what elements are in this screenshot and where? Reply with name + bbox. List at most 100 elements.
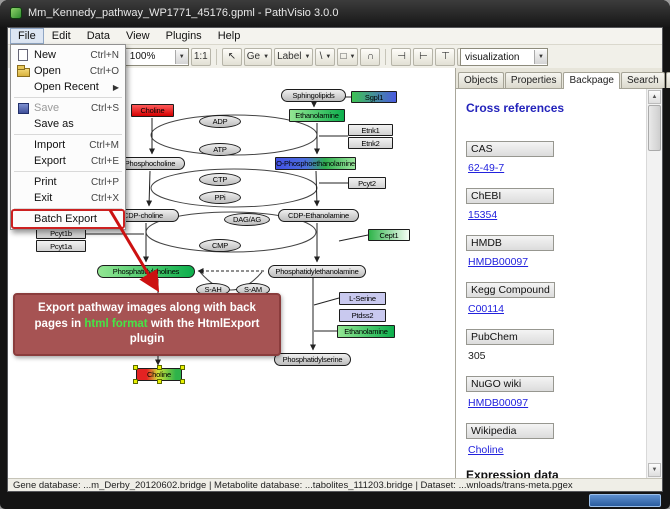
node-choline[interactable]: Choline bbox=[131, 104, 174, 117]
titlebar[interactable]: Mm_Kennedy_pathway_WP1771_45176.gpml - P… bbox=[0, 0, 670, 27]
side-panel: ObjectsPropertiesBackpageSearchLegend Cr… bbox=[456, 68, 670, 478]
file-menu-label: New bbox=[34, 49, 57, 61]
node-cdp-ethanolamine[interactable]: CDP-Ethanolamine bbox=[278, 209, 359, 222]
menu-edit[interactable]: Edit bbox=[51, 30, 71, 42]
menu-separator bbox=[14, 171, 122, 172]
xref-db-wikipedia[interactable]: Wikipedia bbox=[466, 423, 554, 439]
shape-tool-button[interactable]: □▼ bbox=[337, 47, 359, 66]
node-ppi[interactable]: PPi bbox=[199, 191, 241, 204]
xref-id-chebi[interactable]: 15354 bbox=[468, 209, 498, 221]
node-phosphatidylethanolamine[interactable]: Phosphatidylethanolamine bbox=[268, 265, 366, 278]
menu-plugins[interactable]: Plugins bbox=[165, 30, 202, 42]
node-ethanolamine[interactable]: Ethanolamine bbox=[337, 325, 395, 338]
tab-objects[interactable]: Objects bbox=[458, 72, 504, 88]
chevron-down-icon: ▼ bbox=[263, 53, 270, 60]
node-cept1[interactable]: Cept1 bbox=[368, 229, 410, 241]
file-menu-item-import[interactable]: Import Ctrl+M bbox=[11, 137, 125, 153]
selection-handle[interactable] bbox=[180, 365, 185, 370]
node-etnk1[interactable]: Etnk1 bbox=[348, 124, 393, 136]
node-etnk2[interactable]: Etnk2 bbox=[348, 137, 393, 149]
node-cmp[interactable]: CMP bbox=[199, 239, 241, 252]
node-phosphatidylcholines[interactable]: Phosphatidylcholines bbox=[97, 265, 195, 278]
align-left-button[interactable]: ⊣ bbox=[391, 47, 412, 66]
tab-backpage[interactable]: Backpage bbox=[563, 72, 620, 89]
file-menu-label: Import bbox=[34, 139, 66, 151]
selection-handle[interactable] bbox=[133, 379, 138, 384]
xref-id-cas[interactable]: 62-49-7 bbox=[468, 162, 505, 174]
menu-data[interactable]: Data bbox=[86, 30, 110, 42]
xref-id-wikipedia[interactable]: Choline bbox=[468, 444, 504, 456]
node-pcyt1a[interactable]: Pcyt1a bbox=[36, 240, 86, 252]
menu-help[interactable]: Help bbox=[217, 30, 241, 42]
tab-properties[interactable]: Properties bbox=[504, 72, 563, 88]
scroll-up-icon[interactable]: ▲ bbox=[648, 90, 661, 104]
datanode-tool-label: Ge bbox=[246, 51, 261, 62]
xref-db-hmdb[interactable]: HMDB bbox=[466, 235, 554, 251]
submenu-arrow-icon: ▶ bbox=[112, 82, 119, 92]
node-ptdss2[interactable]: Ptdss2 bbox=[339, 309, 386, 322]
file-menu-label: Open Recent bbox=[34, 81, 99, 93]
xref-id-nugo-wiki[interactable]: HMDB00097 bbox=[468, 397, 529, 409]
selection-handle[interactable] bbox=[157, 365, 162, 370]
node-l-serine[interactable]: L-Serine bbox=[339, 292, 386, 305]
menu-view[interactable]: View bbox=[125, 30, 150, 42]
node-ethanolamine[interactable]: Ethanolamine bbox=[289, 109, 345, 122]
xref-db-nugo-wiki[interactable]: NuGO wiki bbox=[466, 376, 554, 392]
arc-tool-button[interactable]: ∩ bbox=[360, 47, 381, 66]
file-menu-label: Export bbox=[34, 155, 66, 167]
tab-search[interactable]: Search bbox=[620, 72, 665, 88]
node-o-phosphoethanolamine[interactable]: O-Phosphoethanolamine bbox=[275, 157, 356, 170]
selection-handle[interactable] bbox=[133, 365, 138, 370]
xref-db-chebi[interactable]: ChEBI bbox=[466, 188, 554, 204]
line-tool-button[interactable]: \▼ bbox=[315, 47, 336, 66]
file-menu-label: Open bbox=[34, 65, 61, 77]
xref-db-pubchem[interactable]: PubChem bbox=[466, 329, 554, 345]
visualization-select[interactable]: visualization ▼ bbox=[460, 48, 548, 66]
pointer-tool-button[interactable]: ↖ bbox=[221, 47, 242, 66]
menu-file[interactable]: File bbox=[10, 28, 44, 44]
zoom-select[interactable]: 100% ▼ bbox=[124, 47, 189, 66]
align-right-button[interactable]: ⊢ bbox=[413, 47, 434, 66]
taskbar-button[interactable] bbox=[589, 494, 661, 507]
selection-handle[interactable] bbox=[180, 379, 185, 384]
node-sgpl1[interactable]: Sgpl1 bbox=[351, 91, 397, 103]
xref-id-kegg-compound[interactable]: C00114 bbox=[468, 303, 505, 315]
datanode-tool-button[interactable]: Ge▼ bbox=[243, 47, 273, 66]
fit-zoom-button[interactable]: 1:1 bbox=[190, 47, 211, 66]
node-pcyt2[interactable]: Pcyt2 bbox=[348, 177, 386, 189]
file-menu-item-open-recent[interactable]: Open Recent ▶ bbox=[11, 79, 125, 95]
xref-id-hmdb[interactable]: HMDB00097 bbox=[468, 256, 529, 268]
node-atp[interactable]: ATP bbox=[199, 143, 241, 156]
node-sphingolipids[interactable]: Sphingolipids bbox=[281, 89, 346, 102]
window-title: Mm_Kennedy_pathway_WP1771_45176.gpml - P… bbox=[28, 7, 339, 19]
scroll-down-icon[interactable]: ▼ bbox=[648, 463, 661, 477]
file-menu-item-batch-export[interactable]: Batch Export bbox=[11, 209, 125, 229]
chevron-down-icon[interactable]: ▼ bbox=[534, 50, 547, 64]
node-dag-ag[interactable]: DAG/AG bbox=[224, 213, 270, 226]
node-ctp[interactable]: CTP bbox=[199, 173, 241, 186]
panel-scrollbar[interactable]: ▲ ▼ bbox=[646, 89, 662, 478]
align-top-button[interactable]: ⊤ bbox=[435, 47, 456, 66]
file-menu-label: Save as bbox=[34, 118, 74, 130]
node-phosphatidylserine[interactable]: Phosphatidylserine bbox=[274, 353, 351, 366]
xref-db-cas[interactable]: CAS bbox=[466, 141, 554, 157]
selection-handle[interactable] bbox=[157, 379, 162, 384]
file-menu-item-save-as[interactable]: Save as bbox=[11, 116, 125, 132]
label-tool-button[interactable]: Label▼ bbox=[274, 47, 314, 66]
xref-db-kegg-compound[interactable]: Kegg Compound bbox=[466, 282, 555, 298]
shortcut-label: Ctrl+M bbox=[89, 139, 119, 151]
chevron-down-icon[interactable]: ▼ bbox=[174, 49, 188, 64]
scrollbar-thumb[interactable] bbox=[648, 105, 661, 151]
node-choline[interactable]: Choline bbox=[133, 365, 185, 384]
node-adp[interactable]: ADP bbox=[199, 115, 241, 128]
tab-legend[interactable]: Legend bbox=[665, 72, 670, 88]
